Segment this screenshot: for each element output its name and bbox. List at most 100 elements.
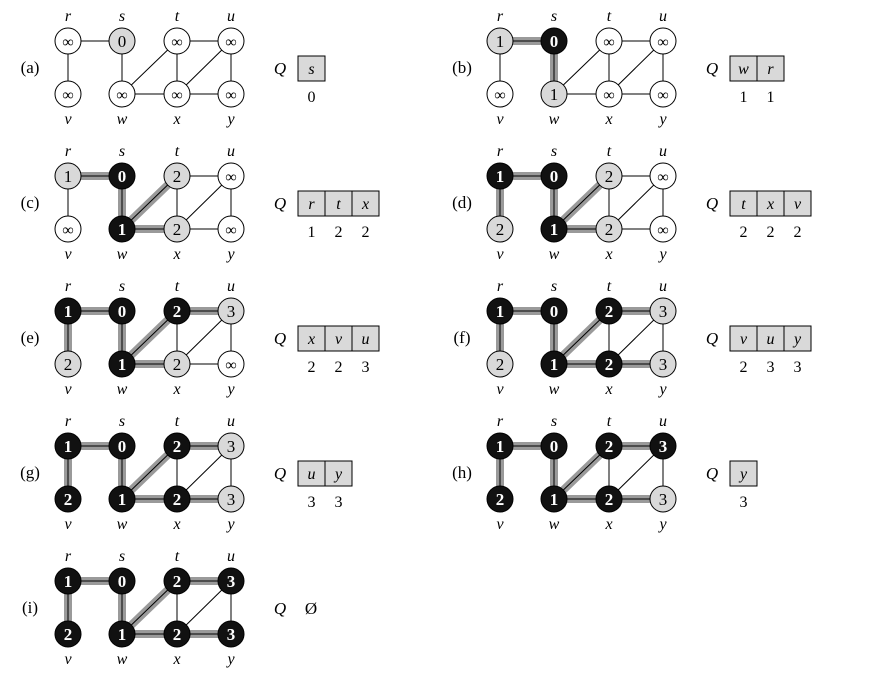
queue-item: s <box>308 61 314 78</box>
node-s <box>540 297 568 325</box>
queue-label: Q <box>274 329 286 348</box>
queue-cell-v <box>783 190 812 217</box>
panel-label: (a) <box>21 58 40 77</box>
node-s-distance: 0 <box>118 32 127 51</box>
node-r-name: r <box>65 8 72 25</box>
node-y-distance: 3 <box>659 490 668 509</box>
queue-distance: 3 <box>794 359 802 376</box>
node-v <box>54 215 82 243</box>
node-w-name: w <box>117 516 128 533</box>
node-w-name: w <box>117 111 128 128</box>
node-w <box>540 80 568 108</box>
queue-item: y <box>333 466 343 483</box>
node-r-distance: 1 <box>496 167 505 186</box>
node-x <box>163 620 191 648</box>
node-t-distance: 2 <box>173 302 182 321</box>
queue-distance: 2 <box>335 224 343 241</box>
node-x-distance: 2 <box>173 220 182 239</box>
queue-item: x <box>766 196 774 213</box>
node-r-name: r <box>497 413 504 430</box>
node-w <box>540 215 568 243</box>
panel-label: (d) <box>452 193 472 212</box>
node-x-name: x <box>604 381 612 398</box>
queue-distance: 2 <box>335 359 343 376</box>
node-v <box>486 350 514 378</box>
queue-item: u <box>362 331 370 348</box>
node-x-distance: 2 <box>605 355 614 374</box>
node-r <box>486 27 514 55</box>
node-t <box>163 432 191 460</box>
node-s-name: s <box>551 278 557 295</box>
node-y-name: y <box>657 381 667 398</box>
node-t-name: t <box>607 143 612 160</box>
node-u-distance: ∞ <box>225 34 236 51</box>
node-r <box>54 432 82 460</box>
queue-label: Q <box>274 59 286 78</box>
node-w-name: w <box>117 246 128 263</box>
queue-cell-y <box>729 460 758 487</box>
node-t <box>595 27 623 55</box>
node-r <box>54 567 82 595</box>
node-y <box>217 620 245 648</box>
node-y <box>649 80 677 108</box>
node-r-distance: 1 <box>496 302 505 321</box>
queue-distance: 3 <box>767 359 775 376</box>
queue-cell-t <box>324 190 353 217</box>
node-v-name: v <box>64 381 72 398</box>
node-t <box>163 162 191 190</box>
node-w <box>108 620 136 648</box>
node-y-name: y <box>225 651 235 668</box>
queue-item: y <box>738 466 748 483</box>
node-t-distance: ∞ <box>171 34 182 51</box>
queue-distance: 2 <box>794 224 802 241</box>
node-y <box>217 485 245 513</box>
node-x-distance: 2 <box>605 220 614 239</box>
node-x-distance: ∞ <box>171 87 182 104</box>
node-v-distance: 2 <box>64 490 73 509</box>
node-x-name: x <box>172 381 180 398</box>
node-x-distance: ∞ <box>603 87 614 104</box>
queue-label: Q <box>706 59 718 78</box>
node-u-distance: ∞ <box>225 169 236 186</box>
node-u-name: u <box>659 143 667 160</box>
node-u-name: u <box>227 413 235 430</box>
node-y <box>649 485 677 513</box>
node-t <box>595 432 623 460</box>
node-t <box>595 162 623 190</box>
queue-item: v <box>335 331 343 348</box>
node-w-name: w <box>117 651 128 668</box>
queue-item: y <box>792 331 802 348</box>
node-w-distance: 1 <box>118 355 127 374</box>
node-v <box>486 215 514 243</box>
queue-label: Q <box>274 194 286 213</box>
panel-label: (g) <box>20 463 40 482</box>
node-x-name: x <box>604 516 612 533</box>
node-u <box>217 432 245 460</box>
node-r-distance: 1 <box>64 437 73 456</box>
queue-cell-y <box>783 325 812 352</box>
queue-distance: 1 <box>767 89 775 106</box>
node-s <box>108 162 136 190</box>
node-t-distance: 2 <box>605 437 614 456</box>
queue-item: t <box>336 196 341 213</box>
node-s-distance: 0 <box>550 167 559 186</box>
node-x <box>163 350 191 378</box>
node-x-name: x <box>172 516 180 533</box>
queue-item: t <box>741 196 746 213</box>
node-t <box>595 297 623 325</box>
node-w-name: w <box>549 516 560 533</box>
queue-empty: Ø <box>305 599 317 618</box>
node-w-distance: 1 <box>118 490 127 509</box>
node-x-name: x <box>172 246 180 263</box>
node-y <box>649 350 677 378</box>
node-v-name: v <box>64 111 72 128</box>
node-r-distance: 1 <box>64 167 73 186</box>
node-u-name: u <box>227 548 235 565</box>
node-t-distance: 2 <box>605 302 614 321</box>
node-x <box>163 485 191 513</box>
node-v-distance: 2 <box>496 490 505 509</box>
